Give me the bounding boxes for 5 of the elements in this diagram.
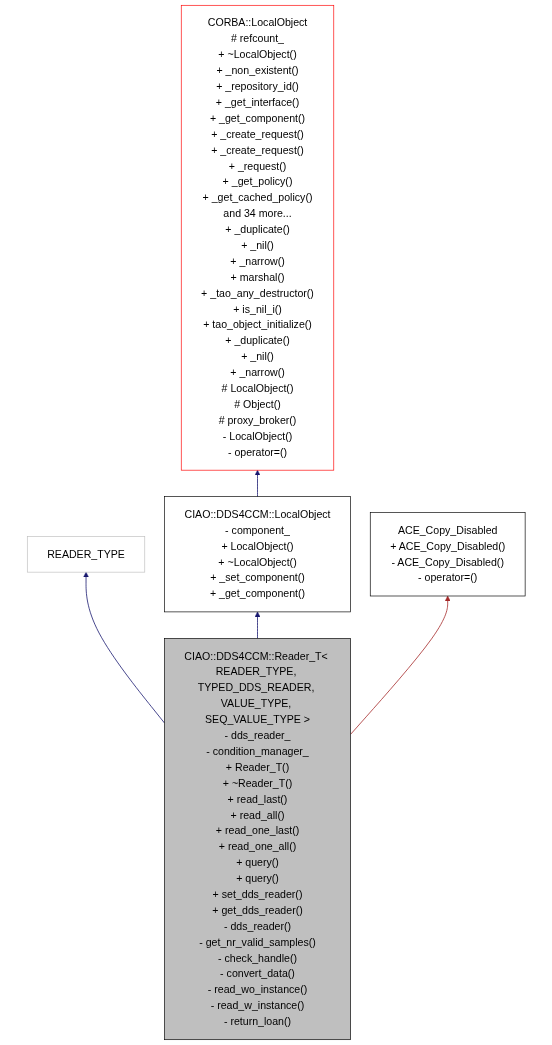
node-box: CIAO::DDS4CCM::LocalObject - component_ + LocalObject() + ~LocalObject() + _set_component() + _get_component()	[164, 496, 351, 613]
node-box: ACE_Copy_Disabled + ACE_Copy_Disabled() - ACE_Copy_Disabled() - operator=()	[369, 512, 526, 597]
node-box: READER_TYPE	[26, 536, 145, 573]
node-box: CIAO::DDS4CCM::Reader_T< READER_TYPE, TYPED_DDS_READER, VALUE_TYPE, SEQ_VALUE_TYPE > - dds_reader_ - condition_manager_ + Reader_T() + ~Reader_T() + read_last() + read_all() + read_one_last() + read_one_all() + query() + query() + set_dds_reader() + get_dds_reader() - dds_reader() - get_nr_valid_samples() - check_handle() - convert_data() - read_wo_instance() - read_w_instance() - return_loan()	[163, 638, 351, 1040]
node-box: CORBA::LocalObject # refcount_ + ~LocalObject() + _non_existent() + _repository_id() + _get_interface() + _get_component() + _create_request() + _create_request() + _request() + _get_policy() + _get_cached_policy() and 34 more... + _duplicate() + _nil() + _narrow() + marshal() + _tao_any_destructor() + is_nil_i() + tao_object_initialize() + _duplicate() + _nil() + _narrow() # LocalObject() # Object() # proxy_broker() - LocalObject() - operator=()	[180, 4, 334, 471]
